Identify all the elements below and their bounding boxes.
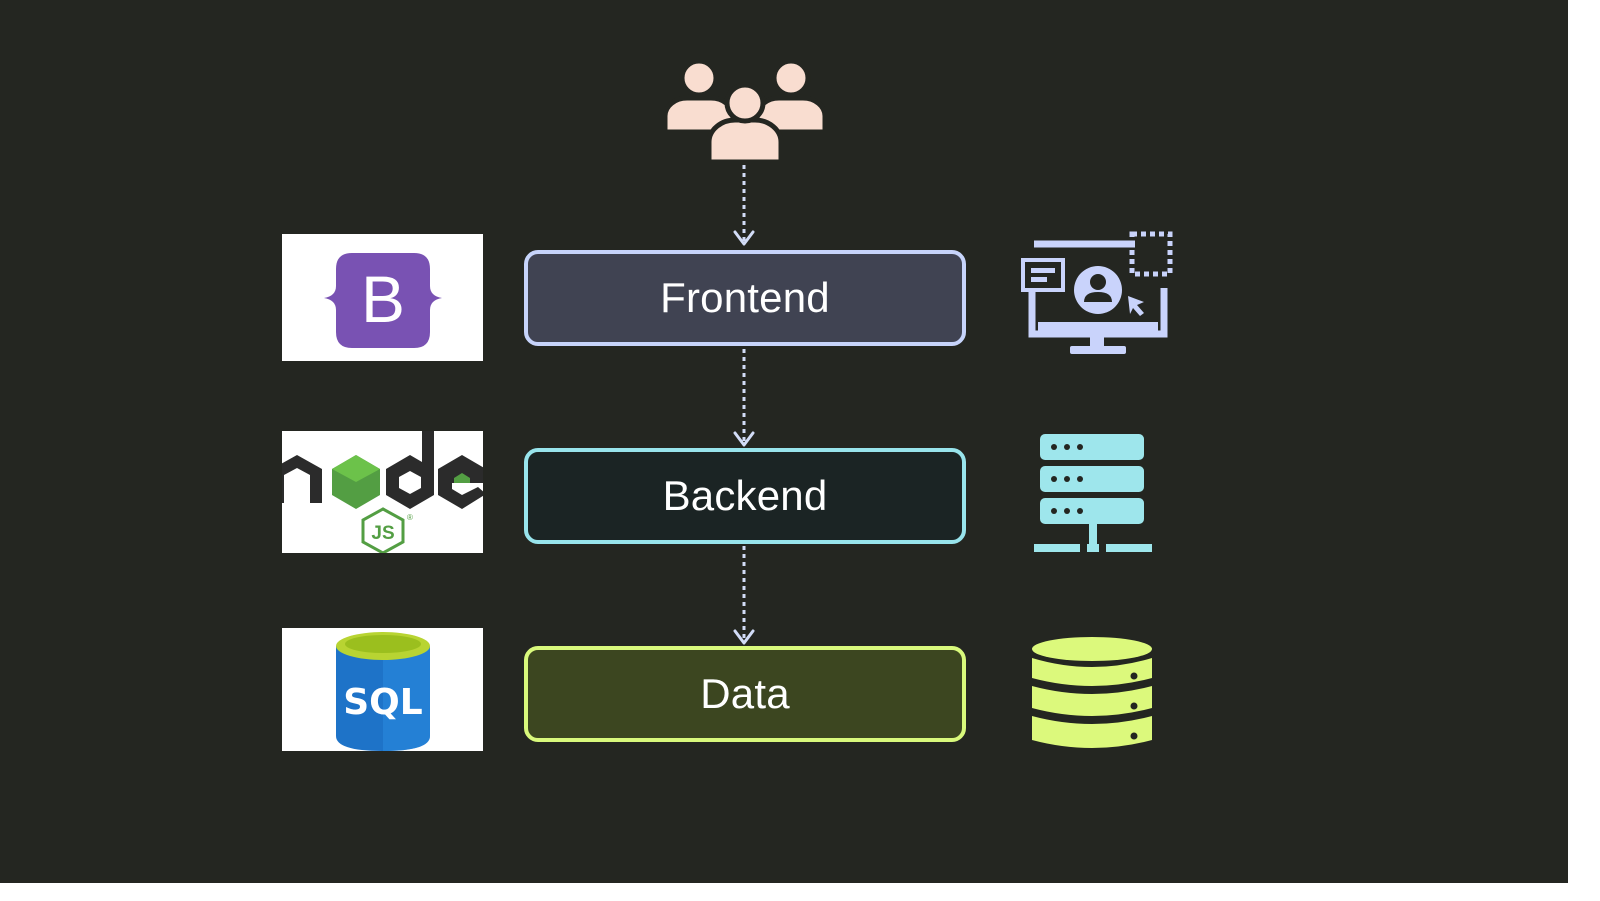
bootstrap-letter: B (361, 262, 405, 336)
database-icon (1032, 637, 1152, 748)
arrow-backend-to-data (733, 546, 755, 645)
arrow-users-to-frontend (733, 165, 755, 246)
server-stack-icon (1034, 434, 1152, 552)
diagram-canvas: Frontend Backend Data B (0, 0, 1568, 883)
bootstrap-logo: B (282, 234, 483, 361)
users-group-icon (665, 60, 825, 162)
data-tier-box: Data (524, 646, 966, 742)
node-wordmark (282, 431, 483, 509)
frontend-tier-box: Frontend (524, 250, 966, 346)
backend-label: Backend (662, 472, 828, 519)
bootstrap-logo-graphic: B (324, 253, 442, 348)
nodejs-logo: JS ® (282, 431, 483, 553)
sql-logo: SQL (282, 628, 483, 751)
data-label: Data (700, 670, 790, 717)
node-js-text: JS (371, 523, 394, 544)
node-registered-mark: ® (407, 513, 413, 522)
sql-logo-text: SQL (343, 682, 422, 723)
backend-tier-box: Backend (524, 448, 966, 544)
monitor-user-icon (1021, 231, 1173, 354)
node-js-badge: JS ® (361, 507, 413, 553)
frontend-label: Frontend (660, 274, 830, 321)
arrow-frontend-to-backend (733, 349, 755, 447)
